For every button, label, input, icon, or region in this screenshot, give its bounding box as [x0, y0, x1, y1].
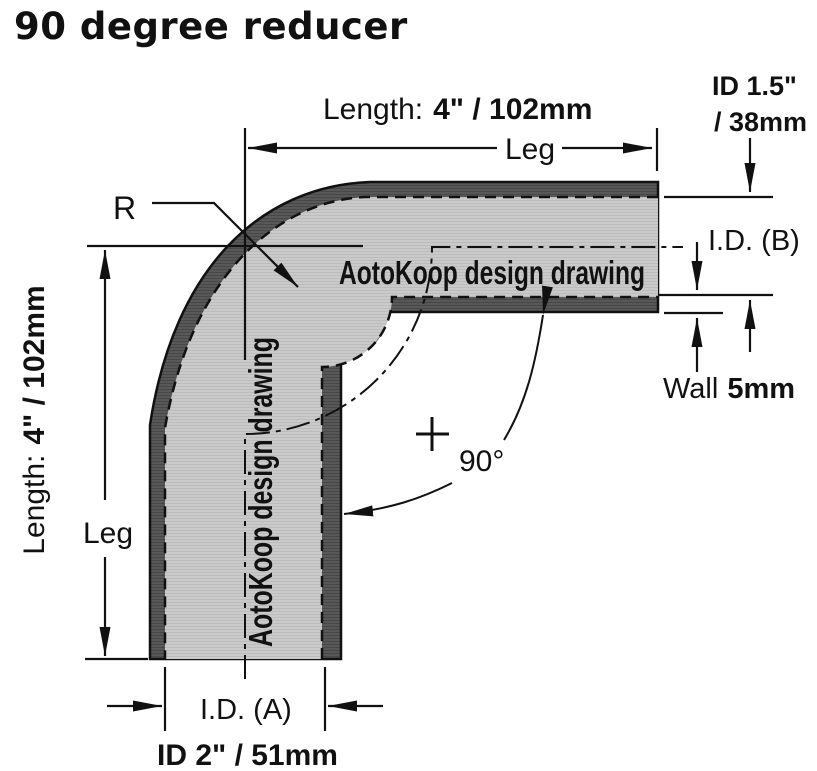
page-title: 90 degree reducer — [14, 5, 408, 48]
left-leg-label: Leg — [83, 517, 133, 550]
left-length-label: Length: 4" / 102mm — [18, 285, 51, 554]
top-length-prefix: Length: — [323, 93, 423, 126]
radius-label: R — [113, 190, 136, 226]
top-length-label: Length: 4" / 102mm — [323, 93, 592, 126]
id-b-label: I.D. (B) — [708, 225, 800, 257]
left-length-value: 4" / 102mm — [18, 285, 51, 444]
left-length-prefix: Length: — [18, 455, 51, 555]
top-length-value: 4" / 102mm — [433, 93, 592, 126]
wall-prefix: Wall — [663, 373, 718, 405]
bore-dashed-edge — [163, 195, 658, 659]
id-top-label-line2: / 38mm — [714, 107, 807, 137]
id-bottom-value-label: ID 2" / 51mm — [157, 739, 338, 771]
radius-leader-arrow — [152, 201, 299, 288]
bend-center-cross-mark — [416, 417, 449, 451]
wall-value: 5mm — [727, 373, 795, 405]
id-a-label: I.D. (A) — [200, 694, 292, 726]
angle-arc-upper — [503, 285, 553, 441]
watermark-vertical: AotoKoop design drawing — [242, 337, 279, 647]
wall-label: Wall 5mm — [663, 373, 795, 405]
pipe-bore — [165, 197, 658, 659]
pipe-centerline — [244, 246, 683, 679]
angle-arc-lower — [343, 482, 453, 517]
watermark-horizontal: AotoKoop design drawing — [339, 254, 645, 291]
id-top-label-line1: ID 1.5" — [712, 71, 797, 101]
angle-label: 90° — [459, 445, 504, 478]
top-leg-label: Leg — [505, 133, 555, 166]
